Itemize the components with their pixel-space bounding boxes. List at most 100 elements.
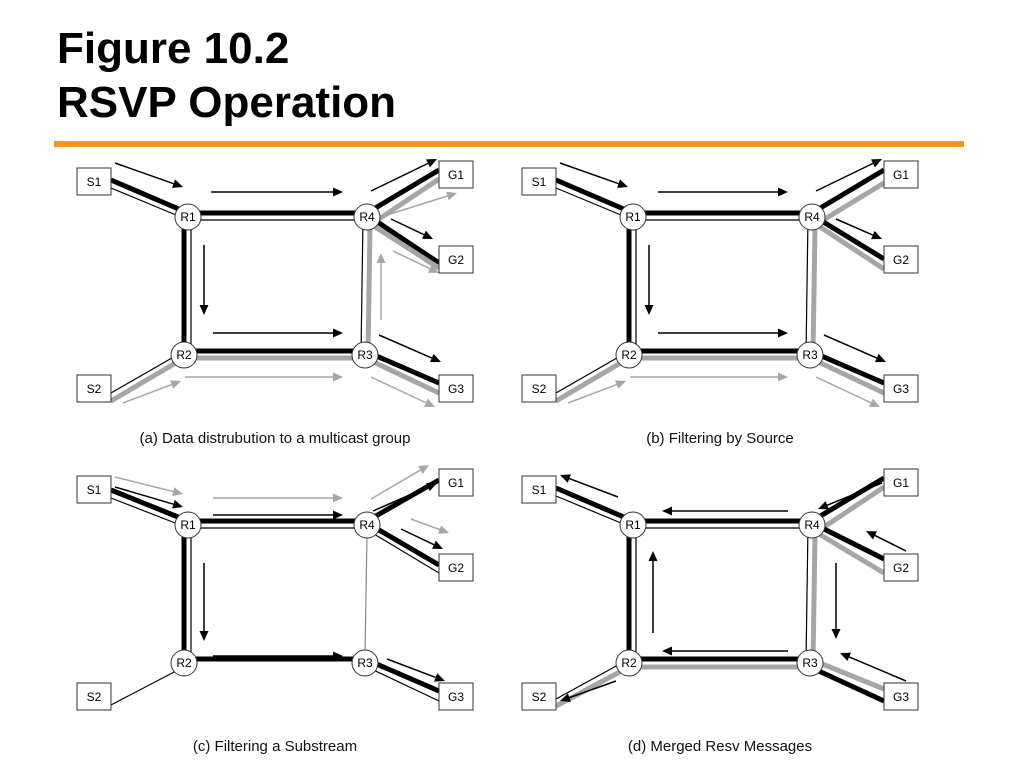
s1-r1-black xyxy=(110,487,189,524)
s1-r1-black xyxy=(110,177,189,216)
arrow-s1-r1 xyxy=(559,162,628,188)
arrow-r4-g1-black xyxy=(370,159,437,192)
arrow-r2-r1 xyxy=(648,551,658,633)
router-r4: R4 xyxy=(353,511,381,539)
arrow-r2-r3-gray xyxy=(185,372,343,382)
panel-caption: (d) Merged Resv Messages xyxy=(628,738,812,755)
arrow-r1-r4-black xyxy=(213,510,343,520)
router-r2: R2 xyxy=(615,341,643,369)
arrow-r2-r3 xyxy=(213,651,343,661)
arrow-s1-r1-gray xyxy=(114,476,183,496)
host-label-s2: S2 xyxy=(532,382,547,396)
host-s1: S1 xyxy=(76,167,112,196)
arrow-s1-r1 xyxy=(114,162,183,188)
arrow-r3-r4-gray xyxy=(376,253,386,320)
arrow-r3-g3-gray xyxy=(370,376,435,407)
arrow-r4-g2-black xyxy=(390,218,433,239)
arrow-r4-g2-gray xyxy=(410,518,449,534)
panel-caption: (c) Filtering a Substream xyxy=(193,738,357,755)
r4-g1-black xyxy=(365,167,441,216)
r3-g3-gray xyxy=(808,355,886,396)
r3-r4-gray xyxy=(810,534,818,664)
host-label-s1: S1 xyxy=(532,483,547,497)
r3-r4-thin xyxy=(360,216,364,356)
r3-g3-gray xyxy=(363,355,441,396)
host-label-s1: S1 xyxy=(87,483,102,497)
host-label-g3: G3 xyxy=(893,690,909,704)
router-r2: R2 xyxy=(615,649,643,677)
s2-r2-gray xyxy=(109,355,186,404)
host-s2: S2 xyxy=(521,374,557,403)
router-r1: R1 xyxy=(619,203,647,231)
host-label-s1: S1 xyxy=(87,175,102,189)
arrow-g1-r4 xyxy=(818,482,883,510)
router-label-r2: R2 xyxy=(176,656,192,670)
slide-title-line2: RSVP Operation xyxy=(57,78,397,127)
arrow-s1-r1-black xyxy=(114,486,183,509)
r3-g3-black xyxy=(808,664,886,704)
host-s2: S2 xyxy=(521,682,557,711)
arrow-r3-g3-black xyxy=(823,334,886,363)
arrow-r1-s1 xyxy=(560,474,619,498)
arrow-r2-s2 xyxy=(560,680,617,702)
r4-g2-gray xyxy=(367,220,441,271)
arrow-r4-r3 xyxy=(831,563,841,639)
arrow-r4-g1-black xyxy=(815,159,882,192)
router-label-r1: R1 xyxy=(180,518,196,532)
host-label-g3: G3 xyxy=(893,382,909,396)
host-s1: S1 xyxy=(76,475,112,504)
router-label-r2: R2 xyxy=(621,348,637,362)
panel-caption: (a) Data distrubution to a multicast gro… xyxy=(140,430,411,447)
r3-r4-thin xyxy=(805,216,809,356)
slide-title: Figure 10.2 RSVP Operation xyxy=(57,22,396,130)
arrow-r2-r3 xyxy=(658,328,788,338)
arrow-g2-r4 xyxy=(866,531,907,552)
router-r3: R3 xyxy=(796,649,824,677)
s2-r2-gray xyxy=(554,355,631,404)
host-g2: G2 xyxy=(438,553,474,582)
host-label-g1: G1 xyxy=(893,476,909,490)
host-label-g1: G1 xyxy=(448,476,464,490)
router-label-r3: R3 xyxy=(357,656,373,670)
arrow-s2-r2 xyxy=(567,380,626,404)
arrow-r3-g3 xyxy=(386,658,445,682)
arrow-r4-g1-black xyxy=(372,482,437,512)
arrow-r2-r3-gray xyxy=(630,372,788,382)
router-label-r2: R2 xyxy=(176,348,192,362)
host-label-s2: S2 xyxy=(532,690,547,704)
router-label-r3: R3 xyxy=(802,656,818,670)
s2-r2-thin xyxy=(110,670,177,706)
host-g1: G1 xyxy=(883,160,919,189)
host-label-g1: G1 xyxy=(448,168,464,182)
router-r4: R4 xyxy=(353,203,381,231)
host-g3: G3 xyxy=(883,682,919,711)
arrow-r2-r3 xyxy=(213,328,343,338)
r3-r4-gray xyxy=(365,226,373,356)
router-label-r1: R1 xyxy=(625,518,641,532)
host-label-s2: S2 xyxy=(87,382,102,396)
host-label-s1: S1 xyxy=(532,175,547,189)
arrow-r3-r2 xyxy=(662,646,788,656)
host-g2: G2 xyxy=(438,245,474,274)
arrow-r4-g2-black xyxy=(400,528,443,549)
slide-title-line1: Figure 10.2 xyxy=(57,24,290,73)
router-r2: R2 xyxy=(170,341,198,369)
panel-caption: (b) Filtering by Source xyxy=(646,430,794,447)
arrow-r4-r1 xyxy=(662,506,788,516)
router-r1: R1 xyxy=(174,203,202,231)
host-label-g3: G3 xyxy=(448,382,464,396)
r4-g1-gray xyxy=(813,180,886,228)
r4-g2-thin xyxy=(368,530,440,574)
router-r3: R3 xyxy=(796,341,824,369)
host-label-g2: G2 xyxy=(448,253,464,267)
host-s1: S1 xyxy=(521,475,557,504)
host-g1: G1 xyxy=(438,160,474,189)
host-label-s2: S2 xyxy=(87,690,102,704)
arrow-g3-r3 xyxy=(840,652,907,682)
router-r1: R1 xyxy=(174,511,202,539)
router-label-r3: R3 xyxy=(802,348,818,362)
title-underline xyxy=(54,141,964,147)
